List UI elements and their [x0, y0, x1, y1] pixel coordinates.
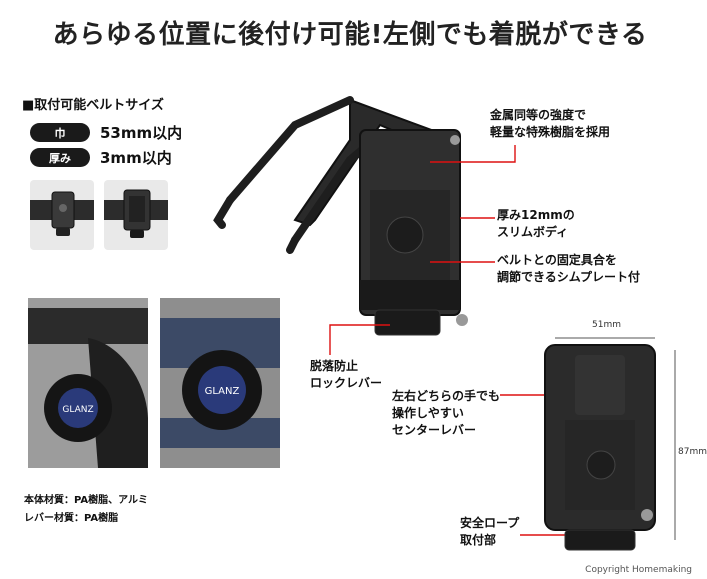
callout-center: 左右どちらの手でも 操作しやすい センターレバー: [392, 388, 500, 439]
callout-lock-line1: 脱落防止: [310, 359, 359, 373]
callout-shim-line1: ベルトとの固定具合を: [497, 253, 617, 267]
tape-brand-left: GLANZ: [62, 405, 93, 415]
callout-rope-line2: 取付部: [460, 533, 497, 547]
callout-shim: ベルトとの固定具合を 調節できるシムプレート付: [497, 252, 640, 286]
usage-photo-right-image: GLANZ: [160, 298, 280, 468]
side-product-illustration: [544, 337, 676, 551]
headline: あらゆる位置に後付け可能!左側でも着脱ができる: [52, 20, 648, 50]
dimension-width: 51mm: [592, 320, 621, 330]
spec-value-thickness: 3mm以内: [100, 149, 172, 167]
usage-photo-left: GLANZ: [28, 298, 148, 468]
material-body: 本体材質：PA樹脂、アルミ: [24, 495, 149, 506]
thumbnail-left-image: [30, 191, 94, 236]
callout-strength-line2: 軽量な特殊樹脂を採用: [490, 125, 611, 139]
callout-slim-line1: 厚み12mmの: [497, 208, 575, 222]
callout-lock: 脱落防止 ロックレバー: [310, 358, 382, 392]
callout-slim: 厚み12mmの スリムボディ: [497, 207, 575, 241]
callout-center-line1: 左右どちらの手でも: [392, 389, 501, 403]
callout-slim-line2: スリムボディ: [497, 225, 569, 239]
thumbnail-left: [30, 180, 94, 250]
main-product-illustration: [213, 96, 468, 336]
usage-photo-right: GLANZ: [160, 298, 280, 468]
callout-strength-line1: 金属同等の強度で: [490, 108, 587, 122]
callout-strength: 金属同等の強度で 軽量な特殊樹脂を採用: [490, 107, 610, 141]
usage-photo-left-image: GLANZ: [28, 298, 148, 468]
spec-label-thickness: 厚み: [30, 148, 90, 167]
spec-label-width: 巾: [30, 123, 90, 142]
thumbnail-right-image: [104, 189, 168, 238]
copyright: Copyright Homemaking: [585, 565, 692, 575]
callout-shim-line2: 調節できるシムプレート付: [497, 270, 641, 284]
material-lever: レバー材質：PA樹脂: [24, 513, 119, 524]
dimension-height: 87mm: [678, 447, 707, 457]
callout-center-line2: 操作しやすい: [392, 406, 464, 420]
spec-title: ■取付可能ベルトサイズ: [22, 98, 164, 113]
callout-rope-line1: 安全ロープ: [460, 516, 520, 530]
spec-value-width: 53mm以内: [100, 124, 183, 142]
tape-brand-right: GLANZ: [205, 386, 240, 397]
leader-lock: [329, 324, 390, 355]
callout-rope: 安全ロープ 取付部: [460, 515, 519, 549]
callout-lock-line2: ロックレバー: [310, 376, 383, 390]
thumbnail-right: [104, 180, 168, 250]
callout-center-line3: センターレバー: [392, 423, 477, 437]
leader-strength: [430, 145, 516, 163]
